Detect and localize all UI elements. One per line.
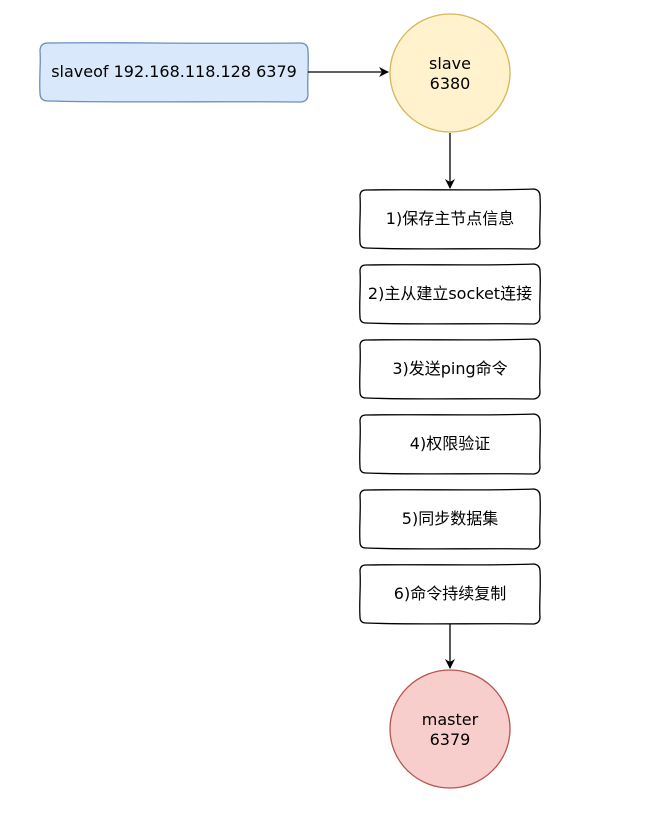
master-node-label: master 6379 (421, 710, 479, 749)
step-1-label: 1)保存主节点信息 (385, 209, 515, 228)
step-box-1 (359, 188, 541, 250)
step-5-label: 5)同步数据集 (401, 509, 499, 528)
step-6-label: 6)命令持续复制 (393, 584, 507, 603)
step-box-5 (359, 488, 541, 550)
step-4-label: 4)权限验证 (409, 434, 491, 453)
step-2-label: 2)主从建立socket连接 (367, 284, 533, 303)
step-box-3 (359, 338, 541, 400)
slaveof-command-label: slaveof 192.168.118.128 6379 (51, 62, 297, 81)
step-boxes (359, 188, 541, 625)
step-box-2 (359, 263, 541, 325)
slave-node-circle (389, 13, 511, 133)
slave-node-label: slave 6380 (429, 54, 471, 93)
step-box-6 (359, 563, 541, 625)
master-node-circle (389, 669, 511, 789)
step-box-4 (359, 413, 541, 475)
step-3-label: 3)发送ping命令 (392, 359, 508, 378)
slaveof-command-box (39, 42, 309, 103)
